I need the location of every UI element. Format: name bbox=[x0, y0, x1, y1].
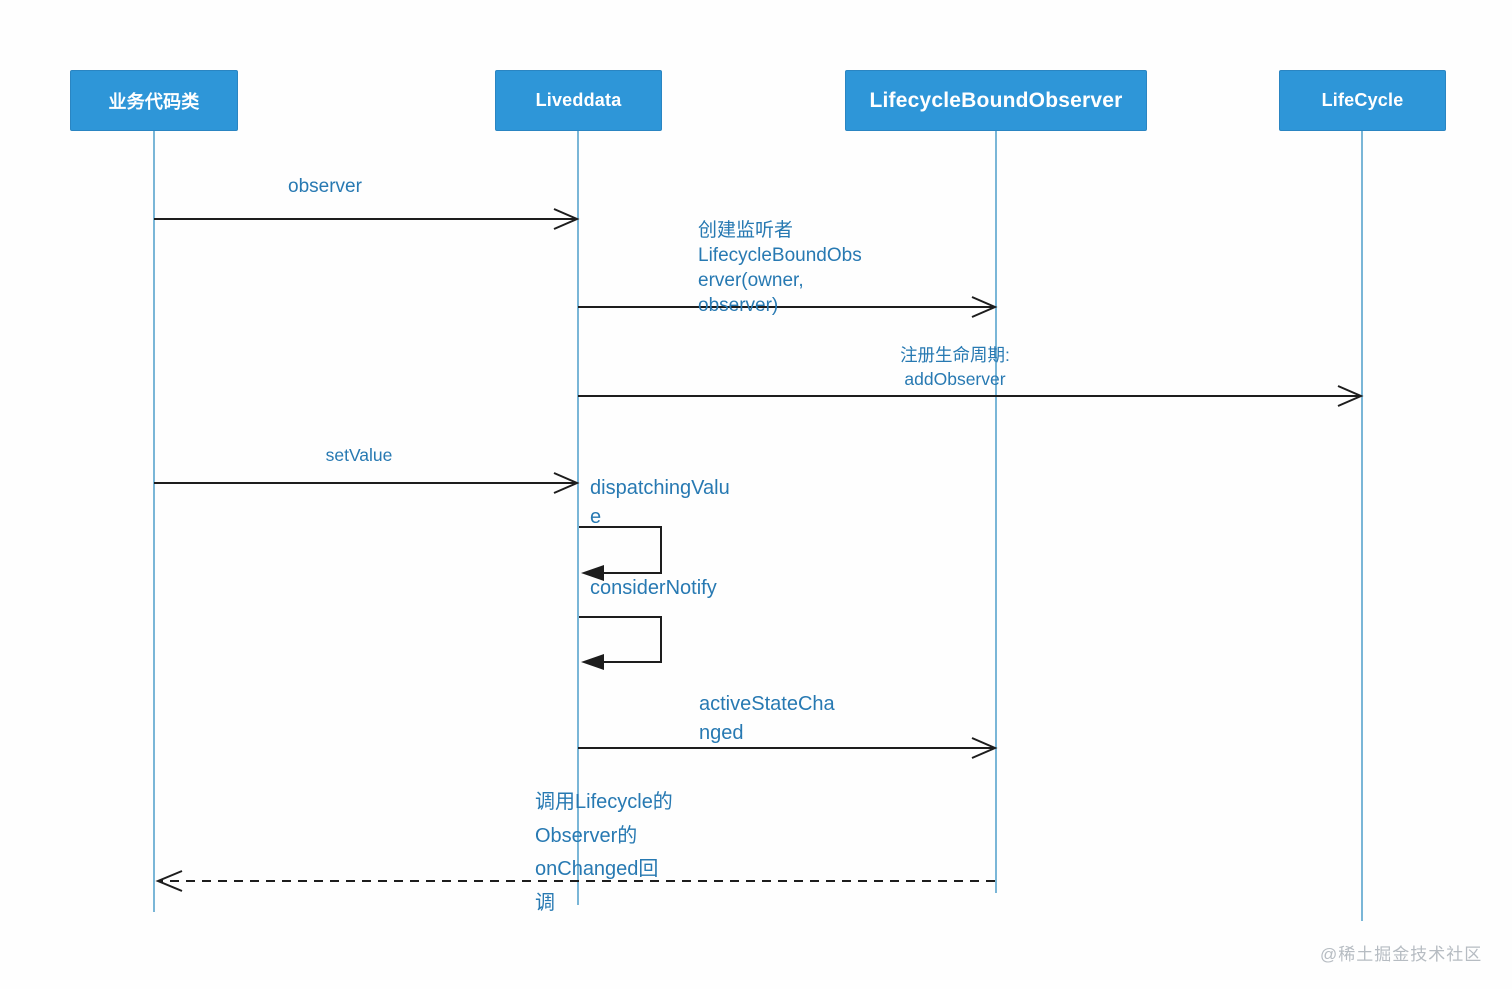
actor-box-lifecycleboundobserver: LifecycleBoundObserver bbox=[845, 70, 1147, 131]
message-label-active-state-changed: activeStateCha nged bbox=[699, 693, 835, 744]
watermark: @稀土掘金技术社区 bbox=[1320, 945, 1483, 964]
arrow-self-dispatching-value bbox=[579, 526, 662, 581]
message-label-consider-notify: considerNotify bbox=[590, 577, 717, 599]
message-label-dispatching-value: dispatchingValu e bbox=[590, 477, 730, 528]
message-label-on-changed-callback: 调用Lifecycle的 Observer的 onChanged回 调 bbox=[535, 791, 673, 914]
message-label-observer: observer bbox=[288, 176, 362, 197]
arrow-active-state-changed bbox=[578, 737, 998, 759]
message-label-register-lifecycle: 注册生命周期: addObserver bbox=[900, 345, 1010, 389]
message-label-create-listener: 创建监听者 LifecycleBoundObs erver(owner, obs… bbox=[698, 220, 862, 316]
arrow-self-consider-notify bbox=[579, 616, 662, 670]
arrow-register-lifecycle bbox=[578, 385, 1364, 407]
arrow-observer bbox=[154, 208, 580, 230]
actor-box-lifecycle: LifeCycle bbox=[1279, 70, 1446, 131]
arrow-set-value bbox=[154, 472, 580, 494]
lifelines bbox=[153, 131, 1363, 921]
message-label-set-value: setValue bbox=[325, 445, 393, 465]
actor-box-business-class: 业务代码类 bbox=[70, 70, 238, 131]
arrow-create-listener bbox=[578, 296, 998, 318]
arrow-on-changed-callback bbox=[155, 870, 995, 892]
actor-box-liveddata: Liveddata bbox=[495, 70, 662, 131]
